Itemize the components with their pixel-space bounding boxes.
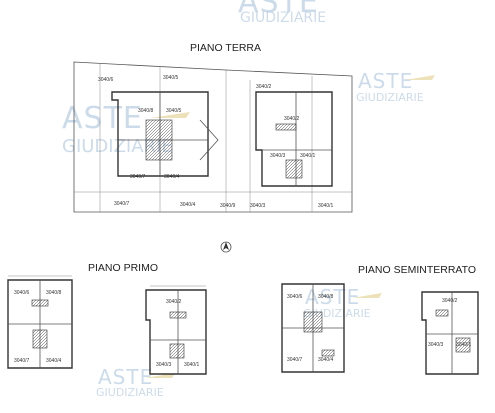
label-ground-3040-8: 3040/8	[138, 108, 154, 114]
label-basement-3040-2: 3040/2	[442, 298, 458, 304]
title-piano-terra: PIANO TERRA	[190, 42, 261, 54]
label-ground-bottom-3040-7: 3040/7	[114, 201, 130, 207]
label-ground-3040-6: 3040/6	[98, 77, 114, 83]
label-first-3040-4: 3040/4	[46, 358, 62, 364]
label-first-3040-1: 3040/1	[184, 362, 200, 368]
basement-plan-right: 3040/2 3040/3 3040/1	[421, 291, 479, 375]
label-ground-3040-2: 3040/2	[256, 84, 272, 90]
label-ground-bottom-3040-1: 3040/1	[318, 203, 334, 209]
watermark-right: ASTE GIUDIZIARIE	[356, 69, 435, 104]
label-ground-3040-5b: 3040/5	[166, 108, 182, 114]
label-basement-3040-3: 3040/3	[428, 342, 444, 348]
title-piano-seminterrato: PIANO SEMINTERRATO	[358, 264, 476, 276]
label-first-3040-7: 3040/7	[14, 358, 30, 364]
watermark-top: ASTE GIUDIZIARIE	[238, 0, 326, 26]
basement-plan-left: 3040/6 3040/8 3040/7 3040/4	[281, 283, 345, 373]
label-basement-3040-1: 3040/1	[456, 342, 472, 348]
title-piano-primo: PIANO PRIMO	[88, 262, 158, 274]
label-ground-3040-1: 3040/1	[300, 153, 316, 159]
label-basement-3040-6: 3040/6	[287, 294, 303, 300]
label-first-3040-2: 3040/2	[166, 299, 182, 305]
label-ground-3040-7: 3040/7	[130, 174, 146, 180]
label-first-3040-6: 3040/6	[14, 290, 30, 296]
watermark-aste: ASTE	[358, 69, 413, 93]
first-floor-plan-right: 3040/2 3040/3 3040/1	[145, 285, 207, 375]
watermark-giudiziarie: GIUDIZIARIE	[240, 10, 326, 26]
watermark-aste: ASTE	[62, 101, 143, 136]
watermark-aste: ASTE	[98, 365, 153, 389]
watermark-aste: ASTE	[238, 0, 319, 20]
watermark-bottom: ASTE GIUDIZIARIE	[96, 365, 175, 399]
north-arrow-icon	[220, 241, 232, 253]
gavel-icon	[405, 75, 435, 80]
watermark-giudiziarie: GIUDIZIARIE	[96, 386, 164, 399]
label-ground-bottom-3040-4: 3040/4	[180, 202, 196, 208]
label-ground-3040-5: 3040/5	[163, 75, 179, 81]
label-ground-3040-4: 3040/4	[164, 174, 180, 180]
label-basement-3040-7: 3040/7	[287, 357, 303, 363]
label-ground-3040-2b: 3040/2	[284, 116, 300, 122]
label-ground-3040-3: 3040/3	[270, 153, 286, 159]
label-basement-3040-4: 3040/4	[318, 357, 334, 363]
first-floor-plan-left: 3040/6 3040/8 3040/7 3040/4	[7, 275, 73, 369]
ground-floor-plan: 3040/6 3040/5 3040/2 3040/8 3040/5 3040/…	[73, 61, 353, 213]
label-first-3040-3: 3040/3	[156, 362, 172, 368]
watermark-giudiziarie: GIUDIZIARIE	[356, 91, 424, 104]
label-ground-bottom-3040-3: 3040/3	[250, 203, 266, 209]
watermark-center-left: ASTE GIUDIZIARIE	[62, 101, 190, 157]
label-ground-bottom-3040-9: 3040/9	[220, 203, 236, 209]
gavel-icon	[352, 293, 382, 298]
label-first-3040-8: 3040/8	[46, 290, 62, 296]
label-basement-3040-8: 3040/8	[318, 294, 334, 300]
watermark-aste: ASTE	[305, 285, 360, 309]
